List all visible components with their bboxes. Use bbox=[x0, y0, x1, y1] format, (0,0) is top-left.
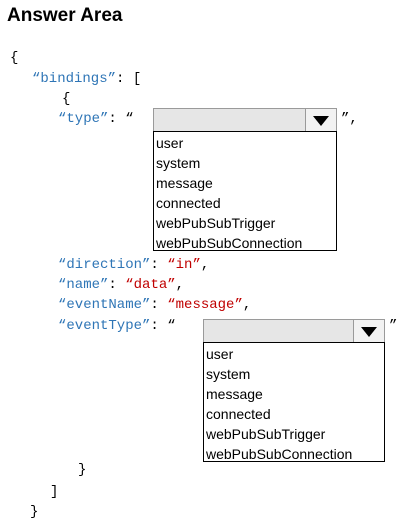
eventtype-option-user[interactable]: user bbox=[206, 346, 234, 362]
type-option-webpubsubtrigger[interactable]: webPubSubTrigger bbox=[156, 215, 276, 231]
name-key: “name” bbox=[58, 277, 109, 293]
type-option-connected[interactable]: connected bbox=[156, 195, 221, 211]
eventtype-dropdown-button[interactable] bbox=[353, 320, 384, 343]
bindings-colon: : bbox=[116, 71, 125, 87]
type-options-list: user system message connected webPubSubT… bbox=[153, 131, 337, 251]
name-line: “name”: “data”, bbox=[58, 277, 185, 293]
type-option-webpubsubconnection[interactable]: webPubSubConnection bbox=[156, 235, 303, 251]
type-key: “type” bbox=[58, 111, 109, 127]
close-bracket: ] bbox=[50, 484, 59, 500]
name-value: “data” bbox=[125, 277, 176, 293]
open-bracket: [ bbox=[132, 71, 142, 87]
type-line: “type”: “ bbox=[58, 111, 134, 127]
inner-open-brace: { bbox=[62, 91, 71, 107]
eventtype-option-message[interactable]: message bbox=[206, 386, 263, 402]
type-dropdown[interactable] bbox=[153, 108, 337, 133]
eventname-value: “message” bbox=[167, 297, 243, 313]
open-brace: { bbox=[10, 50, 19, 66]
direction-line: “direction”: “in”, bbox=[58, 257, 210, 273]
type-colon: : bbox=[108, 111, 117, 127]
eventtype-close-quote: ” bbox=[389, 318, 398, 334]
bindings-line: “bindings”: [ bbox=[32, 71, 141, 87]
eventtype-option-connected[interactable]: connected bbox=[206, 406, 271, 422]
type-close-quote: ”, bbox=[341, 111, 358, 127]
eventtype-dropdown[interactable] bbox=[203, 319, 385, 344]
eventname-key: “eventName” bbox=[58, 297, 151, 313]
close-brace: } bbox=[30, 504, 39, 520]
direction-value: “in” bbox=[167, 257, 201, 273]
triangle-down-icon bbox=[313, 115, 329, 126]
eventtype-options-list: user system message connected webPubSubT… bbox=[203, 342, 385, 462]
eventname-line: “eventName”: “message”, bbox=[58, 297, 252, 313]
eventtype-key: “eventType” bbox=[58, 318, 151, 334]
direction-key: “direction” bbox=[58, 257, 151, 273]
type-dropdown-button[interactable] bbox=[305, 109, 336, 132]
eventtype-option-webpubsubtrigger[interactable]: webPubSubTrigger bbox=[206, 426, 326, 442]
triangle-down-icon bbox=[361, 326, 377, 337]
answer-area-title: Answer Area bbox=[7, 5, 123, 26]
bindings-key: “bindings” bbox=[32, 71, 117, 87]
type-open-quote: “ bbox=[125, 111, 134, 127]
type-option-system[interactable]: system bbox=[156, 155, 201, 171]
eventtype-line: “eventType”: “ bbox=[58, 318, 176, 334]
type-option-message[interactable]: message bbox=[156, 175, 213, 191]
eventtype-option-system[interactable]: system bbox=[206, 366, 251, 382]
eventtype-open-quote: “ bbox=[167, 318, 176, 334]
type-option-user[interactable]: user bbox=[156, 135, 184, 151]
inner-close-brace: } bbox=[78, 462, 87, 478]
eventtype-option-webpubsubconnection[interactable]: webPubSubConnection bbox=[206, 446, 353, 462]
